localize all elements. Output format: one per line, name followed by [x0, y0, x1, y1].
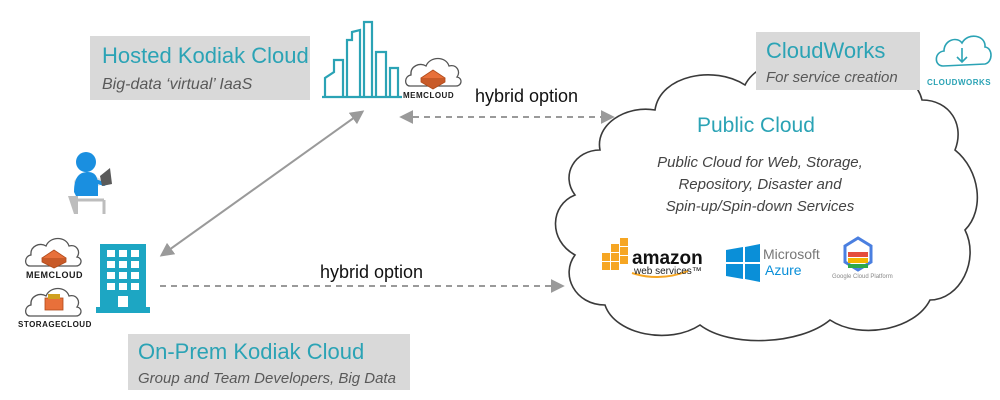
onprem-kodiak-title: On-Prem Kodiak Cloud: [138, 339, 365, 364]
azure-logo-icon: [726, 244, 760, 282]
aws-smile-icon: [631, 270, 689, 278]
hybrid-option-bottom-label: hybrid option: [320, 262, 424, 282]
public-cloud-desc-line: Spin-up/Spin-down Services: [665, 198, 855, 215]
cloudworks-logo-label: CLOUDWORKS: [927, 78, 992, 87]
aws-logo-subtext: web services™: [634, 266, 702, 277]
hosted-kodiak-title: Hosted Kodiak Cloud: [102, 43, 309, 68]
cloudworks-subtitle: For service creation: [766, 69, 898, 86]
azure-logo-text-1: Microsoft: [763, 246, 820, 262]
azure-logo-text-2: Azure: [765, 262, 802, 278]
hybrid-option-top-label: hybrid option: [475, 86, 579, 106]
google-cloud-logo-icon: [843, 236, 873, 272]
skyscraper-icon: [322, 20, 402, 99]
cloudworks-box: CloudWorks For service creation: [756, 32, 920, 90]
memcloud-top-icon: [404, 57, 462, 90]
onprem-hosted-link: [159, 110, 365, 257]
storagecloud-left-icon: [24, 287, 82, 317]
building-icon: [96, 244, 150, 313]
memcloud-left-label: MEMCLOUD: [26, 270, 83, 280]
aws-logo-icon: [602, 238, 628, 270]
public-cloud-desc-line: Repository, Disaster and: [678, 176, 842, 193]
hosted-kodiak-subtitle: Big-data ‘virtual’ IaaS: [102, 76, 253, 93]
aws-logo-text: amazon: [632, 248, 703, 269]
memcloud-top-label: MEMCLOUD: [403, 91, 455, 100]
hosted-kodiak-box: Hosted Kodiak Cloud Big-data ‘virtual’ I…: [90, 36, 310, 100]
public-cloud-desc-line: Public Cloud for Web, Storage,: [657, 154, 863, 171]
user-at-desk-icon: [68, 152, 112, 214]
onprem-kodiak-box: On-Prem Kodiak Cloud Group and Team Deve…: [128, 334, 410, 390]
storagecloud-left-label: STORAGECLOUD: [18, 320, 92, 329]
public-cloud-description: Public Cloud for Web, Storage, Repositor…: [645, 152, 875, 218]
onprem-kodiak-subtitle: Group and Team Developers, Big Data: [138, 370, 396, 387]
cloudworks-logo-icon: [935, 35, 992, 67]
google-cloud-logo-text: Google Cloud Platform: [832, 274, 893, 280]
memcloud-left-icon: [24, 237, 82, 269]
public-cloud-title: Public Cloud: [697, 114, 815, 137]
cloudworks-title: CloudWorks: [766, 38, 886, 63]
